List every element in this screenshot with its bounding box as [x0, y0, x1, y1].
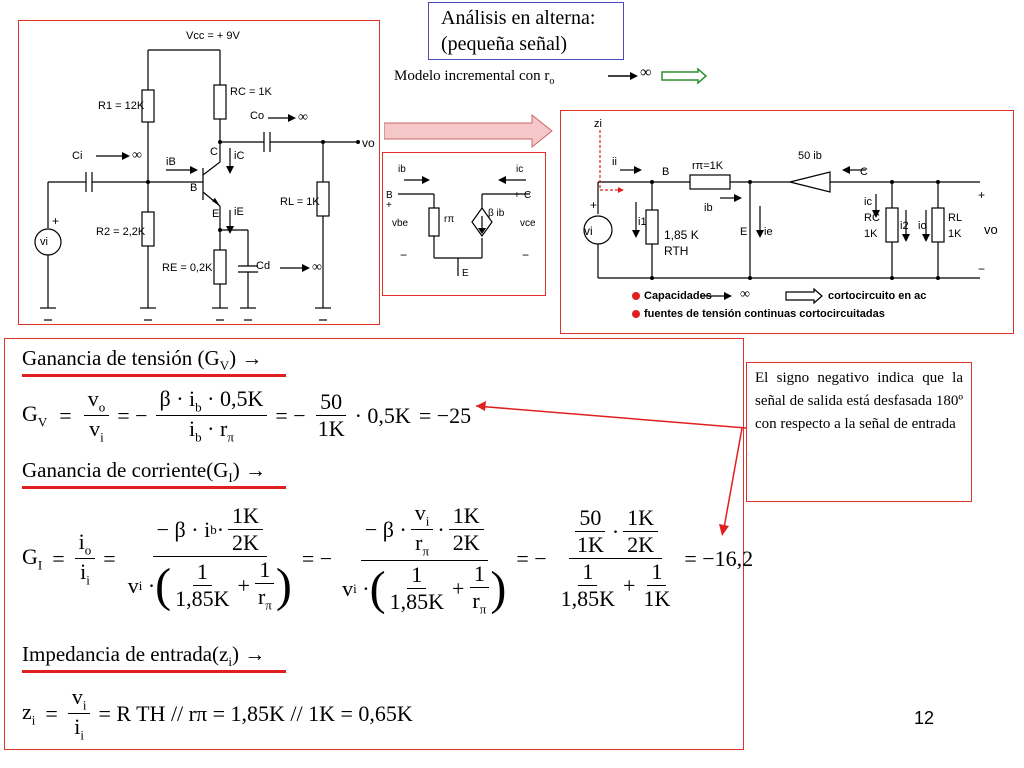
circuit3-frame [560, 110, 1014, 334]
c3-legend2: fuentes de tensión continuas cortocircui… [644, 308, 885, 320]
c3-vi: vi [584, 224, 593, 238]
c3-rpi: rπ=1K [692, 160, 724, 172]
c3-c: C [860, 166, 868, 178]
gv-underline [22, 374, 286, 377]
gi-underline [22, 486, 286, 489]
model-arrows [608, 67, 708, 85]
c3-rl: RL [948, 212, 963, 224]
circuit1-frame [18, 20, 380, 325]
c3-ib: ib [704, 202, 713, 214]
c3-ie: ie [764, 226, 773, 238]
c1-r1: R1 = 12K [98, 100, 145, 112]
c1-c: C [210, 146, 218, 158]
c2-plus-c: + [514, 190, 520, 201]
c3-i2: i2 [900, 220, 909, 232]
zi-underline [22, 670, 286, 673]
gv-result: = −25 [418, 402, 472, 428]
c3-rth-val: 1,85 K [664, 228, 699, 242]
c1-ci: Ci [72, 150, 83, 162]
c1-vo: vo [362, 136, 375, 150]
gi-result: = −16,2 [684, 545, 754, 571]
c3-plus-out: + [978, 188, 986, 202]
c3-plus-in: + [590, 198, 598, 212]
c3-io: io [918, 220, 927, 232]
zi-result: = R TH // rπ = 1,85K // 1K = 0,65K [98, 700, 413, 726]
title-line2: (pequeña señal) [441, 33, 568, 55]
circuit1-schematic [34, 49, 360, 321]
note-text: El signo negativo indica que la señal de… [755, 370, 963, 432]
c3-ic: ic [864, 196, 872, 208]
gv-heading: Ganancia de tensión (GV) → [22, 346, 263, 374]
zi-heading: Impedancia de entrada(zi) → [22, 642, 266, 670]
c3-ii: ii [612, 156, 617, 168]
page-number: 12 [914, 708, 935, 728]
gi-heading: Ganancia de corriente(GI) → [22, 458, 266, 486]
c3-e: E [740, 226, 748, 238]
c1-co: Co [250, 110, 265, 122]
model-text: Modelo incremental con ro [394, 68, 555, 87]
c1-ic: iC [234, 150, 245, 162]
c1-ci-inf: ∞ [132, 148, 142, 163]
c3-legend1-b: cortocircuito en ac [828, 290, 927, 302]
c3-rc: RC [864, 212, 880, 224]
c1-ib: iB [166, 156, 176, 168]
c1-vcc: Vcc = + 9V [186, 30, 240, 42]
c3-b: B [662, 166, 670, 178]
c1-rl: RL = 1K [280, 196, 320, 208]
c3-gain-src: 50 ib [798, 150, 822, 162]
circuit2-schematic [398, 176, 530, 276]
c1-rc: RC = 1K [230, 86, 272, 98]
c2-minus-b: − [400, 248, 408, 262]
c1-vi: vi [40, 236, 48, 248]
c1-cd-inf: ∞ [312, 260, 322, 275]
c3-minus-out: − [978, 262, 986, 276]
c1-plus: + [52, 214, 60, 228]
c1-co-inf: ∞ [298, 110, 308, 125]
c3-rth: RTH [664, 244, 689, 258]
transform-arrow [384, 114, 553, 148]
c2-b: B [386, 190, 393, 201]
c2-plus-b: + [386, 200, 392, 211]
c1-b: B [190, 182, 198, 194]
c3-i1: i1 [638, 216, 647, 228]
note-box: El signo negativo indica que la señal de… [746, 362, 972, 502]
c3-vo: vo [984, 222, 998, 237]
c2-e: E [462, 268, 469, 279]
c1-cd: Cd [256, 260, 271, 272]
c3-rl-val: 1K [948, 228, 962, 240]
title-line1: Análisis en alterna: [441, 7, 596, 29]
c2-vce: vce [520, 218, 536, 229]
c3-rc-val: 1K [864, 228, 878, 240]
c2-ib: ib [398, 164, 406, 175]
c2-beta: β ib [488, 208, 505, 219]
c1-re: RE = 0,2K [162, 262, 213, 274]
circuit3-schematic [583, 130, 980, 318]
c1-r2: R2 = 2,2K [96, 226, 146, 238]
circuit2-frame [382, 152, 546, 296]
c1-ie: iE [234, 206, 244, 218]
c2-vbe: vbe [392, 218, 409, 229]
equations-frame [4, 338, 744, 750]
title-box: Análisis en alterna: (pequeña señal) [428, 2, 624, 60]
c2-rpi: rπ [444, 214, 455, 225]
c3-legend1-a: Capacidades [644, 290, 712, 302]
c3-legend1-inf: ∞ [740, 287, 750, 302]
c1-e: E [212, 208, 220, 220]
model-infinity: ∞ [640, 64, 652, 81]
c2-ic: ic [516, 164, 524, 175]
c3-zi: zi [594, 118, 602, 130]
c2-minus-c: − [522, 248, 530, 262]
c2-c: C [524, 190, 532, 201]
